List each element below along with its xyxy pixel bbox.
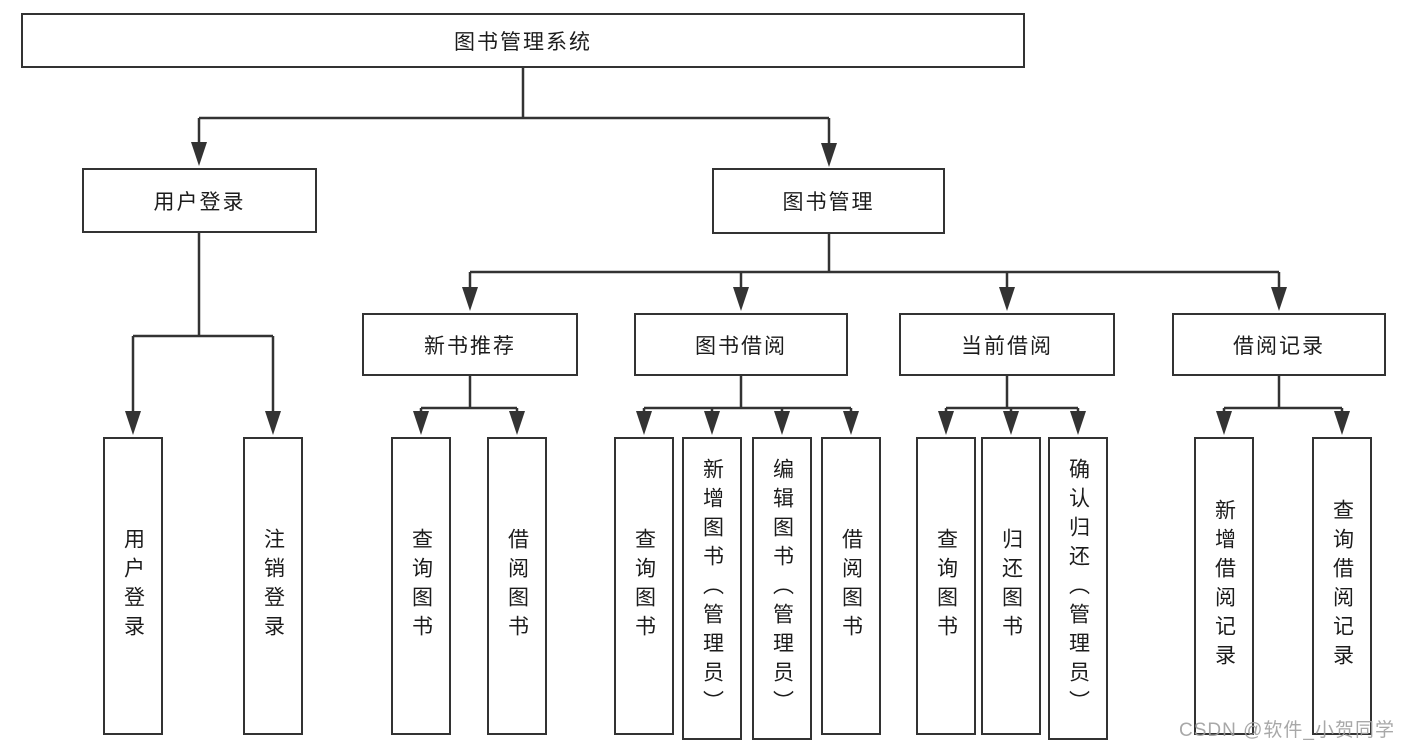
node-label: 图书管理 <box>782 191 875 214</box>
node-borrowing-records: 借阅记录 <box>1172 313 1386 376</box>
node-label: 查询图书 <box>409 528 433 644</box>
leaf-add-borrow-record: 新增借阅记录 <box>1194 437 1254 735</box>
node-label: 查询图书 <box>632 528 656 644</box>
node-label: 确认归还（管理员） <box>1066 458 1090 719</box>
node-label: 注销登录 <box>261 528 285 644</box>
node-label: 查询图书 <box>934 528 958 644</box>
node-label: 新增图书（管理员） <box>700 458 724 719</box>
node-library-system: 图书管理系统 <box>21 13 1025 68</box>
leaf-query-borrow-record: 查询借阅记录 <box>1312 437 1372 735</box>
node-user-login-branch: 用户登录 <box>82 168 317 233</box>
leaf-edit-book-admin: 编辑图书（管理员） <box>752 437 812 740</box>
csdn-watermark: CSDN @软件_小贺同学 <box>1179 720 1395 741</box>
node-label: 图书管理系统 <box>454 30 592 54</box>
leaf-borrow-books-recommend: 借阅图书 <box>487 437 547 735</box>
node-current-borrowing: 当前借阅 <box>899 313 1115 376</box>
node-label: 编辑图书（管理员） <box>770 458 794 719</box>
leaf-query-books-borrowing: 查询图书 <box>614 437 674 735</box>
leaf-logout: 注销登录 <box>243 437 303 735</box>
node-new-book-recommend: 新书推荐 <box>362 313 578 376</box>
node-label: 图书借阅 <box>695 334 787 358</box>
node-label: 当前借阅 <box>961 334 1053 358</box>
node-book-borrowing: 图书借阅 <box>634 313 848 376</box>
node-label: 查询借阅记录 <box>1330 499 1354 673</box>
node-label: 借阅图书 <box>839 528 863 644</box>
node-label: 新书推荐 <box>424 334 516 358</box>
node-label: 用户登录 <box>153 190 246 214</box>
node-label: 用户登录 <box>121 528 145 644</box>
leaf-user-login: 用户登录 <box>103 437 163 735</box>
node-label: 新增借阅记录 <box>1212 499 1236 673</box>
leaf-return-books: 归还图书 <box>981 437 1041 735</box>
leaf-query-books-current: 查询图书 <box>916 437 976 735</box>
leaf-query-books-recommend: 查询图书 <box>391 437 451 735</box>
leaf-borrow-books: 借阅图书 <box>821 437 881 735</box>
node-label: 借阅图书 <box>505 528 529 644</box>
node-label: 借阅记录 <box>1233 334 1325 358</box>
node-label: 归还图书 <box>999 528 1023 644</box>
leaf-add-book-admin: 新增图书（管理员） <box>682 437 742 740</box>
node-book-management: 图书管理 <box>712 168 945 234</box>
leaf-confirm-return-admin: 确认归还（管理员） <box>1048 437 1108 740</box>
